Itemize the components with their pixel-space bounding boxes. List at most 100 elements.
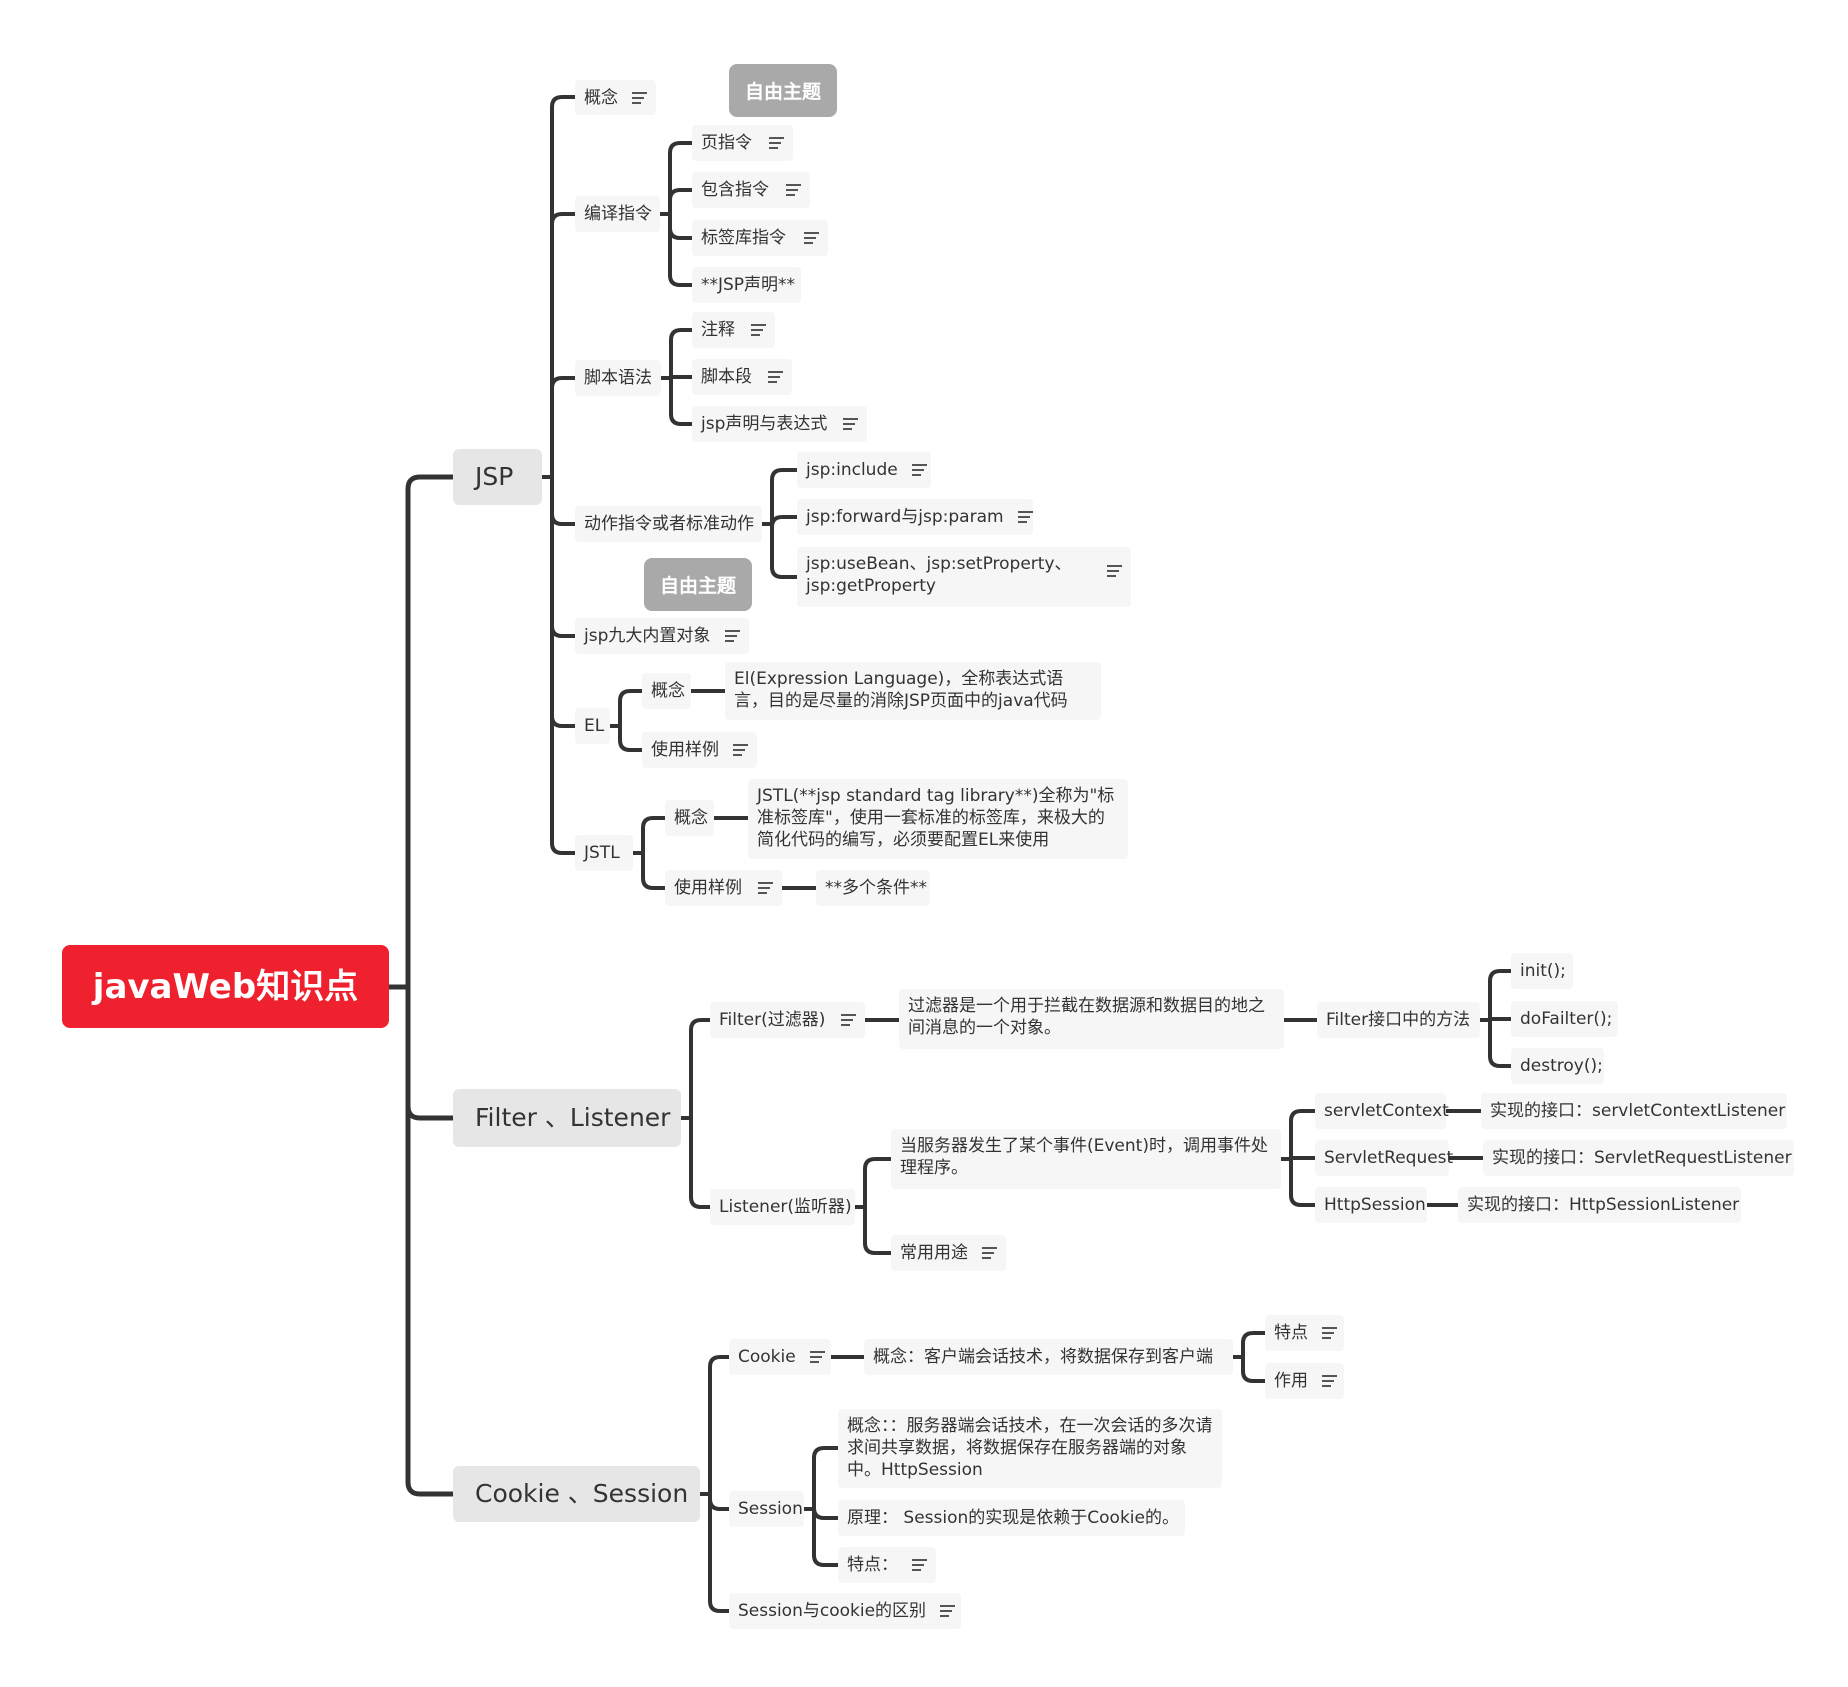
jsp-script-comment[interactable]: 注释	[692, 312, 775, 348]
jsp-script-scriptlet[interactable]: 脚本段	[692, 359, 792, 395]
jsp-jstl[interactable]: JSTL	[575, 835, 633, 871]
jsp-action[interactable]: 动作指令或者标准动作	[575, 506, 762, 542]
branch-filter-listener[interactable]: Filter 、Listener	[453, 1089, 681, 1147]
jsp-action-include-label: jsp:include	[806, 460, 898, 480]
session-concept[interactable]: 概念：：服务器端会话技术，在一次会话的多次请求间共享数据，将数据保存在服务器端的…	[838, 1409, 1222, 1488]
connector	[708, 1599, 731, 1613]
note-icon	[768, 371, 783, 383]
jsp-compile-include[interactable]: 包含指令	[692, 172, 810, 208]
listener-servletcontext-impl[interactable]: 实现的接口：servletContextListener	[1481, 1093, 1787, 1129]
jsp-jstl-example-child-label: **多个条件**	[825, 878, 927, 898]
connector	[689, 1195, 712, 1209]
listener-usage-label: 常用用途	[900, 1243, 968, 1263]
jsp-compile-page[interactable]: 页指令	[692, 125, 793, 161]
jsp-concept-label: 概念	[584, 87, 618, 108]
root-node[interactable]: javaWeb知识点	[62, 945, 389, 1028]
session-cookie-diff-label: Session与cookie的区别	[738, 1601, 927, 1621]
note-icon	[1107, 565, 1122, 577]
jsp-compile-declaration[interactable]: **JSP声明**	[692, 267, 801, 303]
filter-desc[interactable]: 过滤器是一个用于拦截在数据源和数据目的地之间消息的一个对象。	[899, 989, 1284, 1049]
connector	[770, 468, 799, 482]
filter-method-dofilter[interactable]: doFailter();	[1511, 1001, 1618, 1037]
listener-httpsession[interactable]: HttpSession	[1315, 1187, 1427, 1223]
cookie-feature[interactable]: 特点	[1265, 1315, 1344, 1351]
connector	[550, 841, 577, 855]
jsp-jstl-example[interactable]: 使用样例	[665, 870, 782, 906]
filter-method-destroy[interactable]: destroy();	[1511, 1048, 1604, 1084]
filter-method-init-label: init();	[1520, 961, 1566, 981]
jsp-action-label: 动作指令或者标准动作	[584, 514, 754, 534]
cookie-usage-label: 作用	[1274, 1371, 1308, 1391]
filter-node[interactable]: Filter(过滤器)	[710, 1002, 865, 1038]
jsp-script-expression-label: jsp声明与表达式	[701, 414, 828, 434]
session-principle[interactable]: 原理： Session的实现是依赖于Cookie的。	[838, 1500, 1185, 1536]
jsp-action-usebean[interactable]: jsp:useBean、jsp:setProperty、jsp:getPrope…	[797, 547, 1131, 607]
session-principle-label: 原理： Session的实现是依赖于Cookie的。	[847, 1508, 1179, 1528]
cookie-node[interactable]: Cookie	[729, 1339, 831, 1375]
listener-desc[interactable]: 当服务器发生了某个事件(Event)时，调用事件处理程序。	[891, 1129, 1281, 1189]
session-feature[interactable]: 特点：	[838, 1547, 936, 1583]
session-node[interactable]: Session	[729, 1491, 804, 1527]
connector	[1488, 969, 1513, 983]
connector	[618, 738, 644, 752]
jsp-el-example[interactable]: 使用样例	[642, 732, 757, 768]
cookie-feature-label: 特点	[1274, 1323, 1308, 1343]
connector	[405, 474, 456, 492]
free-topic-tag-2[interactable]: 自由主题	[644, 558, 752, 611]
jsp-el-concept-text[interactable]: El(Expression Language)，全称表达式语言，目的是尽量的消除…	[725, 662, 1101, 720]
connector	[668, 226, 694, 240]
jsp-jstl-example-child[interactable]: **多个条件**	[816, 870, 930, 906]
free-topic-tag-1[interactable]: 自由主题	[729, 64, 837, 117]
listener-node[interactable]: Listener(监听器)	[710, 1189, 855, 1225]
connector	[863, 1241, 893, 1255]
jsp-jstl-concept-label: 概念	[674, 808, 708, 828]
session-cookie-diff[interactable]: Session与cookie的区别	[729, 1593, 961, 1629]
connector	[550, 624, 577, 638]
connector	[863, 1157, 893, 1171]
jsp-compile-label: 编译指令	[584, 204, 652, 224]
jsp-jstl-concept[interactable]: 概念	[665, 800, 714, 836]
jsp-compile-taglib[interactable]: 标签库指令	[692, 220, 828, 256]
jsp-script-scriptlet-label: 脚本段	[701, 367, 752, 387]
note-icon	[1322, 1327, 1337, 1339]
filter-method-dofilter-label: doFailter();	[1520, 1009, 1613, 1029]
connector	[668, 188, 694, 202]
branch-cookie-session[interactable]: Cookie 、Session	[453, 1466, 700, 1522]
jsp-script-expression[interactable]: jsp声明与表达式	[692, 406, 867, 442]
filter-methods[interactable]: Filter接口中的方法	[1317, 1002, 1480, 1038]
listener-servletrequest-impl-label: 实现的接口：ServletRequestListener	[1492, 1148, 1792, 1168]
note-icon	[733, 744, 748, 756]
jsp-action-forward[interactable]: jsp:forward与jsp:param	[797, 499, 1033, 535]
jsp-action-include[interactable]: jsp:include	[797, 452, 931, 488]
cookie-concept[interactable]: 概念：客户端会话技术，将数据保存到客户端	[864, 1339, 1233, 1375]
jsp-el-concept[interactable]: 概念	[642, 673, 691, 709]
note-icon	[940, 1605, 956, 1617]
listener-servletrequest[interactable]: ServletRequest	[1315, 1140, 1453, 1176]
jsp-el[interactable]: EL	[575, 708, 610, 744]
jsp-builtin-objects[interactable]: jsp九大内置对象	[575, 618, 749, 654]
listener-servletcontext[interactable]: servletContext	[1315, 1093, 1449, 1129]
connector	[770, 515, 799, 529]
filter-method-init[interactable]: init();	[1511, 953, 1573, 989]
jsp-action-forward-label: jsp:forward与jsp:param	[806, 507, 1004, 527]
note-icon	[912, 1559, 927, 1571]
connector	[550, 95, 577, 109]
listener-usage[interactable]: 常用用途	[891, 1235, 1006, 1271]
listener-httpsession-impl[interactable]: 实现的接口：HttpSessionListener	[1458, 1187, 1741, 1223]
connector	[405, 1479, 456, 1497]
listener-servletcontext-impl-label: 实现的接口：servletContextListener	[1490, 1101, 1786, 1121]
jsp-script[interactable]: 脚本语法	[575, 360, 661, 396]
note-icon	[751, 324, 766, 336]
listener-servletrequest-impl[interactable]: 实现的接口：ServletRequestListener	[1483, 1140, 1794, 1176]
note-icon	[632, 91, 647, 104]
branch-jsp[interactable]: JSP	[453, 449, 542, 505]
jsp-compile[interactable]: 编译指令	[575, 196, 660, 232]
connector	[812, 1506, 840, 1520]
note-icon	[982, 1247, 997, 1259]
filter-methods-label: Filter接口中的方法	[1326, 1010, 1471, 1030]
cookie-usage[interactable]: 作用	[1265, 1363, 1344, 1399]
jsp-jstl-label: JSTL	[584, 843, 620, 863]
connector	[550, 212, 577, 226]
jsp-jstl-concept-text[interactable]: JSTL(**jsp standard tag library**)全称为"标准…	[748, 779, 1128, 859]
jsp-concept[interactable]: 概念	[575, 80, 656, 115]
